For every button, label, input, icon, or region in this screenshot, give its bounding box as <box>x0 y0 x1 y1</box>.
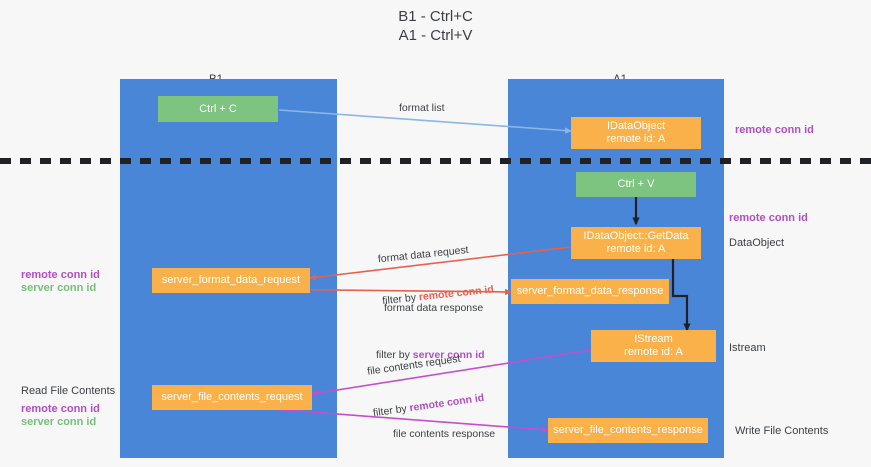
diagram-title: B1 - Ctrl+C A1 - Ctrl+V <box>398 8 473 44</box>
node-server-format-data-response[interactable]: server_format_data_response <box>511 279 669 304</box>
edge-label-file-contents-request-main: file contents request <box>366 352 462 378</box>
side-label-dataobject: DataObject <box>729 237 785 249</box>
side-label-read-file-contents: Read File Contents <box>21 385 116 397</box>
node-getdata[interactable]: IDataObject::GetData remote id: A <box>571 227 701 259</box>
side-label-remote-conn-id-top: remote conn id <box>735 124 814 136</box>
edge-label-format-list: format list <box>399 102 445 114</box>
node-ctrl-v[interactable]: Ctrl + V <box>576 172 696 197</box>
filter-value: server conn id <box>412 349 485 361</box>
side-label-left-remote-conn-id-mid: remote conn id <box>21 269 100 281</box>
side-label-istream: Istream <box>729 342 766 354</box>
node-ctrl-c[interactable]: Ctrl + C <box>158 96 278 122</box>
node-server-file-contents-response[interactable]: server_file_contents_response <box>548 418 708 443</box>
node-server-file-contents-request[interactable]: server_file_contents_request <box>152 385 312 410</box>
edge-label-format-data-request-main: format data request <box>377 243 470 266</box>
edge-label-format-data-response: format data response filter by server co… <box>376 273 485 390</box>
side-label-left-remote-conn-id-bottom: remote conn id <box>21 403 100 415</box>
node-istream[interactable]: IStream remote id: A <box>591 330 716 362</box>
edge-label-format-data-response-filter: filter by server conn id <box>376 348 485 362</box>
edge-label-format-data-response-main: format data response <box>384 302 484 314</box>
node-server-format-data-request[interactable]: server_format_data_request <box>152 268 310 293</box>
side-label-write-file-contents: Write File Contents <box>735 425 829 437</box>
edge-label-file-contents-response-main: file contents response <box>393 428 496 440</box>
node-idataobject[interactable]: IDataObject remote id: A <box>571 117 701 149</box>
filter-prefix: filter by <box>376 349 413 361</box>
side-label-remote-conn-id-mid: remote conn id <box>729 212 808 224</box>
edge-label-file-contents-response: file contents response filter by server … <box>393 399 495 467</box>
side-label-left-server-conn-id-mid: server conn id <box>21 282 97 294</box>
side-label-left-server-conn-id-bottom: server conn id <box>21 416 97 428</box>
